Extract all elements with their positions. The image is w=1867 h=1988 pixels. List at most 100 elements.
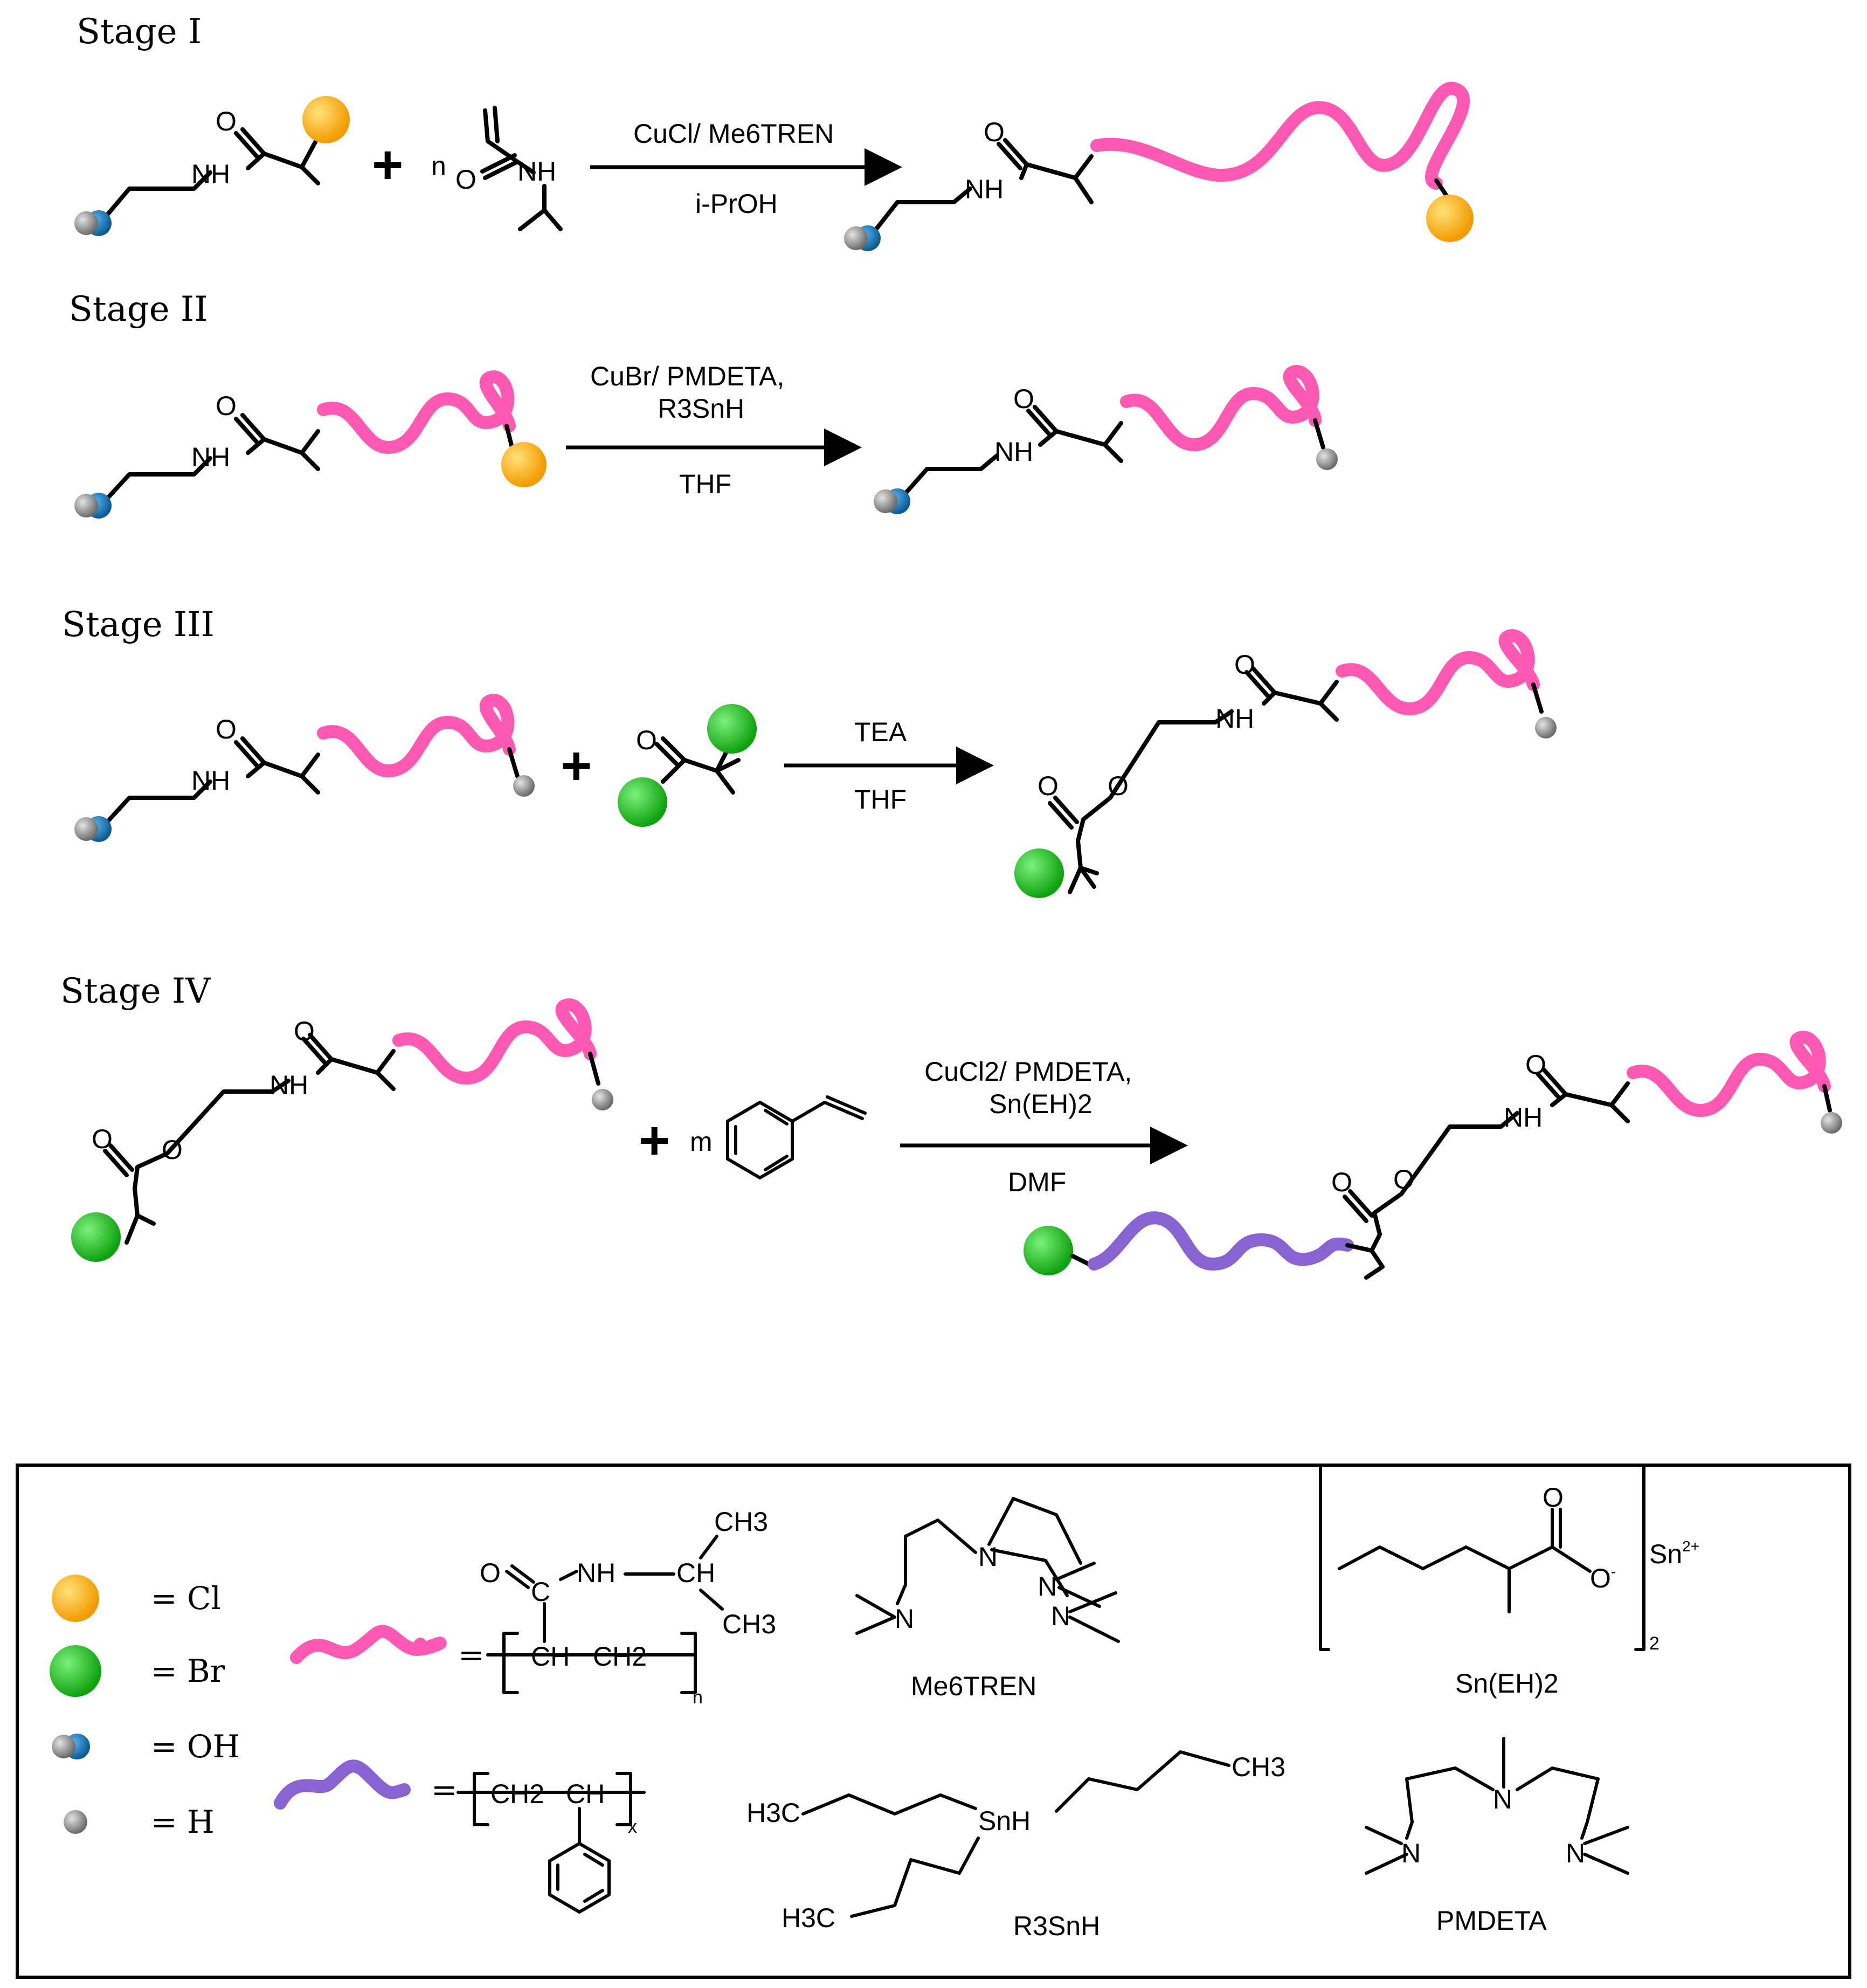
stage-4-title: Stage IV	[60, 971, 211, 1011]
phenyl-ring	[548, 1842, 611, 1914]
oh-grey-icon	[52, 1735, 75, 1758]
r3snh-structure: H3C SnH CH3 H3C R3SnH	[746, 1750, 1285, 1941]
stage-4-reactant: O O NH O	[71, 998, 613, 1262]
stage-1-conditions-top: CuCl/ Me6TREN	[633, 119, 834, 149]
legend-border	[16, 1464, 1851, 1979]
n-label: N	[1566, 1838, 1585, 1868]
o-label: O	[984, 117, 1005, 147]
o-label: O	[216, 391, 237, 421]
pnipam-chain	[1120, 365, 1322, 452]
pnipam-chain	[290, 1625, 447, 1664]
nh-label: NH	[965, 174, 1004, 204]
stage-1-title: Stage I	[77, 12, 202, 52]
ch-label: CH	[676, 1558, 715, 1588]
o-label: O	[1108, 771, 1129, 801]
o-label: O	[92, 1124, 113, 1154]
stage-4-conditions-mid: Sn(EH)2	[989, 1089, 1092, 1119]
plus-sign: +	[372, 135, 403, 195]
stage-1: Stage I NH O + n O NH	[74, 12, 1474, 251]
stage-4-product: O O NH O	[1024, 1031, 1842, 1280]
h-atom-icon	[513, 775, 535, 797]
pmdeta-structure: N N N PMDETA	[1365, 1737, 1629, 1936]
ps-equals: =	[431, 1771, 458, 1808]
o-label: O	[1331, 1167, 1352, 1197]
repeat-n: n	[431, 151, 446, 181]
pnipam-chain	[1336, 629, 1540, 716]
plus-sign: +	[639, 1110, 670, 1171]
stage-2-conditions-bottom: THF	[679, 469, 731, 499]
stage-2-conditions-top: CuBr/ PMDETA,	[590, 361, 784, 391]
o-label: O	[294, 1016, 315, 1046]
o-label: O	[1393, 1164, 1414, 1195]
ch-label: CH	[531, 1641, 570, 1672]
ch3-label: CH3	[714, 1507, 768, 1537]
br-atom-icon	[707, 704, 757, 754]
ch-label: CH	[566, 1779, 605, 1809]
legend-cl-label: = Cl	[151, 1580, 221, 1617]
o-label: O	[162, 1135, 183, 1165]
br-atom-icon	[50, 1645, 101, 1697]
stage-3: Stage III NH O + O	[62, 605, 1557, 898]
br-atom-icon	[1014, 848, 1064, 898]
oh-grey-icon	[74, 211, 98, 235]
n-label: N	[895, 1604, 914, 1634]
stage-2-product: NH O	[874, 365, 1338, 514]
sn2plus-label: Sn2+	[1649, 1538, 1699, 1569]
nh-label: NH	[191, 442, 230, 472]
pmdeta-label: PMDETA	[1436, 1906, 1547, 1936]
h3c-label: H3C	[782, 1903, 835, 1933]
legend-br-label: = Br	[151, 1653, 225, 1689]
stage-3-conditions-top: TEA	[854, 717, 907, 747]
h3c-label: H3C	[746, 1798, 800, 1828]
nh-label: NH	[994, 437, 1033, 467]
stage-1-initiator: NH O	[74, 96, 350, 236]
nh-label: NH	[577, 1558, 616, 1588]
stage-2: Stage II NH O CuBr/ PMDETA, R3SnH THF NH	[69, 289, 1338, 519]
cl-atom-icon	[302, 96, 350, 143]
stage-3-conditions-bottom: THF	[854, 784, 907, 814]
h-atom-icon	[64, 1810, 87, 1834]
nh-label: NH	[269, 1070, 308, 1100]
oh-grey-icon	[74, 817, 98, 841]
repeat-x-subscript: x	[628, 1817, 637, 1837]
stage-3-product: O O NH O	[1014, 629, 1557, 898]
cl-atom-icon	[1426, 195, 1474, 242]
br-atom-icon	[618, 777, 667, 827]
stage-3-reactant: NH O	[74, 694, 535, 842]
legend-oh-label: = OH	[151, 1728, 240, 1765]
nh-label: NH	[191, 159, 230, 189]
o-label: O	[455, 164, 476, 195]
o-label: O	[1234, 650, 1255, 680]
br-atom-icon	[71, 1212, 121, 1262]
o-label: O	[1038, 771, 1059, 801]
ch3-label: CH3	[1232, 1752, 1285, 1782]
legend-box: = Cl = Br = OH = H = CH CH2 n C O NH CH …	[16, 1464, 1851, 1979]
oh-grey-icon	[874, 489, 897, 513]
oh-grey-icon	[74, 494, 98, 517]
stage-4: Stage IV O O NH O + m	[60, 971, 1842, 1280]
o-label: O	[1013, 384, 1034, 414]
o-label: O	[1525, 1050, 1546, 1080]
stage-1-conditions-bottom: i-PrOH	[695, 189, 778, 219]
o-label: O	[636, 725, 657, 755]
me6tren-structure: N N N N Me6TREN	[855, 1497, 1120, 1701]
repeat-n-subscript: n	[693, 1687, 703, 1708]
stage-1-product: NH O	[844, 81, 1474, 251]
repeat-m: m	[690, 1127, 713, 1157]
sneh2-label: Sn(EH)2	[1455, 1668, 1559, 1699]
o-minus-label: O-	[1590, 1563, 1616, 1593]
nh-label: NH	[517, 156, 556, 187]
o-label: O	[216, 714, 237, 744]
o-label: O	[480, 1558, 501, 1588]
h-atom-icon	[1316, 448, 1338, 470]
n-label: N	[978, 1542, 998, 1572]
nipam-monomer: O NH	[455, 106, 563, 231]
n-label: N	[1038, 1571, 1057, 1602]
o-label: O	[1543, 1482, 1564, 1513]
bracket-subscript-2: 2	[1649, 1633, 1659, 1654]
stage-2-conditions-mid: R3SnH	[658, 394, 744, 424]
cl-atom-icon	[501, 442, 547, 487]
oh-grey-icon	[844, 226, 868, 250]
pnipam-chain	[317, 694, 516, 778]
pnipam-chain	[1090, 81, 1470, 190]
